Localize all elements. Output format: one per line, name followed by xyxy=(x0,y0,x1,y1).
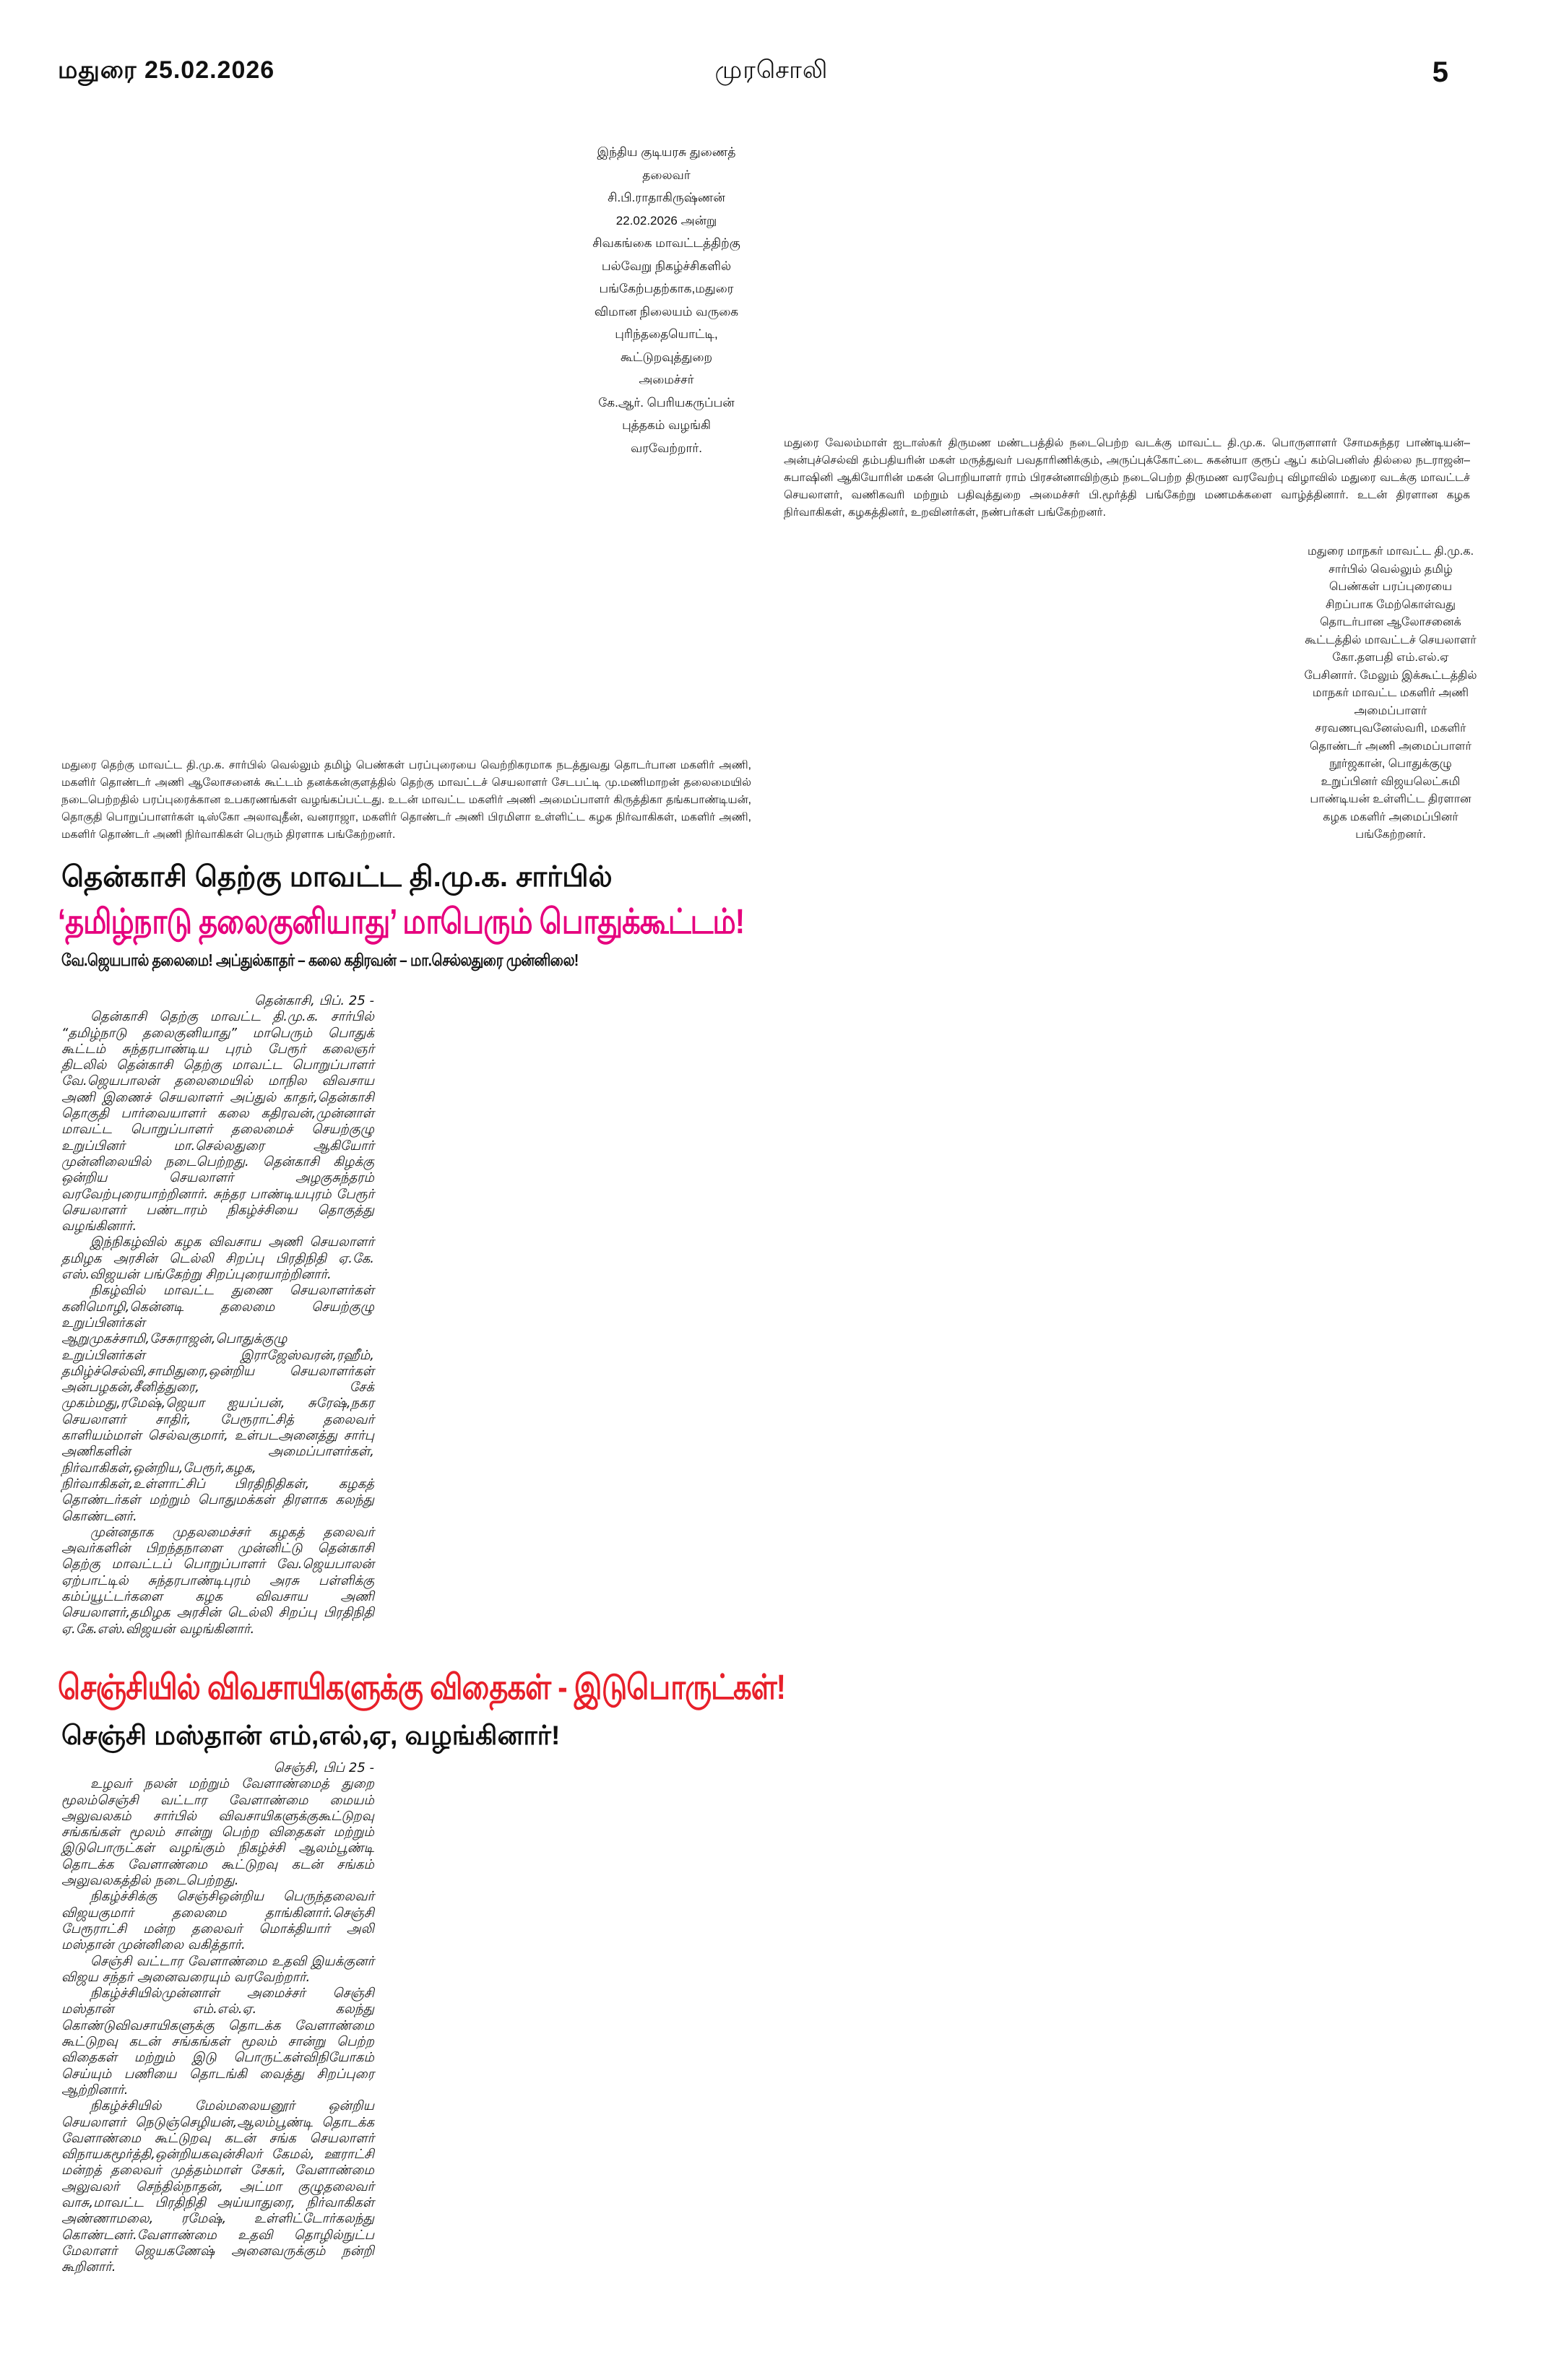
caption-line: உறுப்பினர் விஜயலெட்சுமி xyxy=(1321,775,1461,788)
paragraphs: உழவர் நலன் மற்றும் வேளாண்மைத் துறை மூலம்… xyxy=(61,1776,374,2275)
paragraph: முன்னதாக முதலமைச்சர் கழகத் தலைவர் அவர்கள… xyxy=(61,1524,374,1637)
caption-line: தொடர்பான ஆலோசனைக் xyxy=(1320,616,1461,628)
paragraph: நிகழ்ச்சியில்முன்னாள் அமைச்சர் செஞ்சி மஸ… xyxy=(61,1986,374,2098)
article-body-gingee: செஞ்சி, பிப் 25 - உழவர் நலன் மற்றும் வேள… xyxy=(61,1760,374,2276)
caption-line: கூட்டத்தில் மாவட்டச் செயலாளர் xyxy=(1305,633,1477,646)
paragraph: நிகழ்ச்சிக்கு செஞ்சிஒன்றிய பெருந்தலைவர் … xyxy=(61,1889,374,1953)
masthead: முரசொலி xyxy=(714,56,829,84)
article-headline: செஞ்சியில் விவசாயிகளுக்கு விதைகள் - இடுப… xyxy=(58,1669,786,1707)
caption-line: பாண்டியன் உள்ளிட்ட திரளான xyxy=(1310,793,1471,805)
photo-caption-vice-president: இந்திய குடியரசு துணைத் தலைவர் சி.பி.ராதாகி… xyxy=(589,141,744,459)
caption-line: பங்கேற்றனர். xyxy=(1355,828,1426,841)
article-kicker: தென்காசி தெற்கு மாவட்ட தி.மு.க. சார்பில் xyxy=(61,861,613,893)
photo-caption-wedding: மதுரை வேலம்மாள் ஐடாஸ்கர் திருமண மண்டபத்த… xyxy=(784,437,1470,519)
photo-caption-madurai-city: மதுரை மாநகர் மாவட்ட தி.மு.க. சார்பில் வெல… xyxy=(1297,543,1484,844)
caption-line: பேசினார். மேலும் இக்கூட்டத்தில் xyxy=(1304,669,1477,682)
caption-line: பல்வேறு நிகழ்ச்சிகளில் xyxy=(601,259,732,273)
paragraph: தென்காசி தெற்கு மாவட்ட தி.மு.க. சார்பில்… xyxy=(61,1009,374,1234)
caption-line: கே.ஆர். பெரியகருப்பன் xyxy=(598,395,735,410)
caption-line: புத்தகம் வழங்கி xyxy=(622,418,711,432)
paragraph: இந்நிகழ்வில் கழக விவசாய அணி செயலாளர் தமி… xyxy=(61,1234,374,1283)
paragraph: நிகழ்வில் மாவட்ட துணை செயலாளர்கள் கனிமொழ… xyxy=(61,1283,374,1524)
caption-line: சிறப்பாக மேற்கொள்வது xyxy=(1325,598,1456,611)
caption-line: இந்திய குடியரசு துணைத் xyxy=(597,145,736,159)
caption-line: 22.02.2026 அன்று xyxy=(615,213,717,228)
caption-line: சிவகங்கை மாவட்டத்திற்கு xyxy=(592,236,740,250)
page-number: 5 xyxy=(1432,56,1449,88)
paragraphs: தென்காசி தெற்கு மாவட்ட தி.மு.க. சார்பில்… xyxy=(61,1009,374,1637)
caption-line: நூர்ஜகான், பொதுக்குழு xyxy=(1329,758,1452,770)
caption-line: தொண்டர் அணி அமைப்பாளர் xyxy=(1310,740,1471,753)
caption-line: பங்கேற்பதற்காக,மதுரை xyxy=(599,282,734,295)
caption-line: மாநகர் மாவட்ட மகளிர் அணி xyxy=(1312,687,1469,699)
caption-line: சார்பில் வெல்லும் தமிழ் xyxy=(1328,563,1453,576)
caption-line: தலைவர் xyxy=(642,168,691,182)
article-subhead: செஞ்சி மஸ்தான் எம்,எல்,ஏ, வழங்கினார்! xyxy=(61,1721,561,1750)
caption-line: கோ.தளபதி எம்.எல்.ஏ xyxy=(1332,652,1449,664)
dateline: செஞ்சி, பிப் 25 - xyxy=(273,1760,374,1775)
caption-line: புரிந்ததையொட்டி, xyxy=(615,327,718,341)
paragraph: நிகழ்ச்சியில் மேல்மலையனூர் ஒன்றிய செயலாள… xyxy=(61,2098,374,2275)
caption-line: பெண்கள் பரப்புரையை xyxy=(1328,581,1453,593)
paragraph: உழவர் நலன் மற்றும் வேளாண்மைத் துறை மூலம்… xyxy=(61,1776,374,1889)
caption-line: வரவேற்றார். xyxy=(630,441,703,455)
photo-caption-madurai-south: மதுரை தெற்கு மாவட்ட தி.மு.க. சார்பில் வெ… xyxy=(61,759,751,841)
caption-line: அமைச்சர் xyxy=(639,373,694,386)
caption-line: கூட்டுறவுத்துறை xyxy=(620,350,713,364)
article-body-tenkasi: தென்காசி, பிப். 25 - தென்காசி தெற்கு மாவ… xyxy=(61,993,374,1637)
caption-line: மதுரை மாநகர் மாவட்ட தி.மு.க. xyxy=(1307,545,1474,558)
article-subhead: வே.ஜெயபால் தலைமை! அப்துல்காதர் – கலை கதி… xyxy=(61,952,579,971)
dateline: தென்காசி, பிப். 25 - xyxy=(254,993,374,1008)
caption-line: கழக மகளிர் அமைப்பினர் xyxy=(1323,810,1458,823)
paragraph: செஞ்சி வட்டார வேளாண்மை உதவி இயக்குனர் வி… xyxy=(61,1953,374,1985)
caption-line: சரவணபுவனேஸ்வரி, மகளிர் xyxy=(1315,722,1466,735)
edition-date: மதுரை 25.02.2026 xyxy=(58,56,275,84)
caption-line: அமைப்பாளர் xyxy=(1354,704,1427,717)
article-headline: ‘தமிழ்நாடு தலைகுனியாது’ மாபெரும் பொதுக்க… xyxy=(58,903,745,941)
caption-line: சி.பி.ராதாகிருஷ்ணன் xyxy=(608,191,725,204)
caption-line: விமான நிலையம் வருகை xyxy=(594,304,739,319)
